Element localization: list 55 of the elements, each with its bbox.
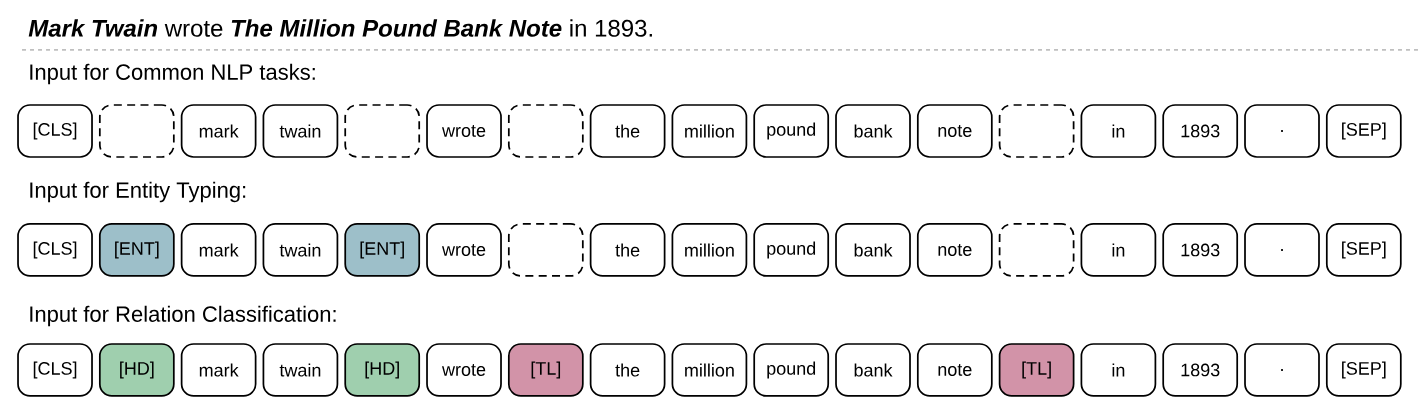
token-box: mark	[180, 223, 257, 277]
token-box: million	[671, 104, 748, 158]
token-box: .	[1244, 343, 1320, 397]
token-box: pound	[753, 343, 830, 397]
token-box: mark	[180, 343, 257, 397]
row-label: Input for Relation Classification:	[30, 305, 336, 327]
token-box: the	[589, 104, 666, 158]
empty-token-box	[998, 104, 1075, 158]
token-box: wrote	[426, 104, 502, 158]
empty-token-box	[507, 104, 584, 158]
token-box: 1893	[1162, 343, 1239, 397]
token-box: in	[1080, 343, 1157, 397]
token-box: in	[1080, 223, 1157, 277]
token-box: .	[1244, 104, 1320, 158]
empty-token-box	[344, 104, 421, 158]
token-box: [SEP]	[1325, 223, 1402, 277]
token-box: in	[1080, 104, 1157, 158]
token-box: bank	[835, 223, 911, 277]
row-label: Input for Entity Typing:	[30, 181, 246, 203]
token-box: 1893	[1162, 104, 1239, 158]
token-box: mark	[180, 104, 257, 158]
token-box: wrote	[426, 223, 502, 277]
token-box: wrote	[426, 343, 502, 397]
token-box: the	[589, 223, 666, 277]
token-box: note	[916, 223, 993, 277]
marker-token-box: [TL]	[507, 343, 584, 397]
token-box: note	[916, 343, 993, 397]
token-box: .	[1244, 223, 1320, 277]
token-box: [CLS]	[17, 223, 93, 277]
token-box: 1893	[1162, 223, 1239, 277]
token-box: twain	[262, 223, 339, 277]
token-box: pound	[753, 104, 830, 158]
token-box: bank	[835, 104, 911, 158]
token-box: the	[589, 343, 666, 397]
token-box: [CLS]	[17, 104, 93, 158]
token-box: [SEP]	[1325, 343, 1402, 397]
token-box: bank	[835, 343, 911, 397]
token-box: [SEP]	[1325, 104, 1402, 158]
empty-token-box	[998, 223, 1075, 277]
marker-token-box: [ENT]	[98, 223, 175, 277]
token-box: [CLS]	[17, 343, 93, 397]
marker-token-box: [HD]	[98, 343, 175, 397]
marker-token-box: [ENT]	[344, 223, 421, 277]
empty-token-box	[507, 223, 584, 277]
token-box: twain	[262, 343, 339, 397]
row-label: Input for Common NLP tasks:	[30, 63, 315, 85]
heading: Mark Twain wrote The Million Pound Bank Note in 1893.	[28, 19, 652, 37]
token-box: million	[671, 223, 748, 277]
token-box: million	[671, 343, 748, 397]
marker-token-box: [TL]	[998, 343, 1075, 397]
token-box: note	[916, 104, 993, 158]
marker-token-box: [HD]	[344, 343, 421, 397]
token-box: twain	[262, 104, 339, 158]
token-box: pound	[753, 223, 830, 277]
empty-token-box	[98, 104, 175, 158]
